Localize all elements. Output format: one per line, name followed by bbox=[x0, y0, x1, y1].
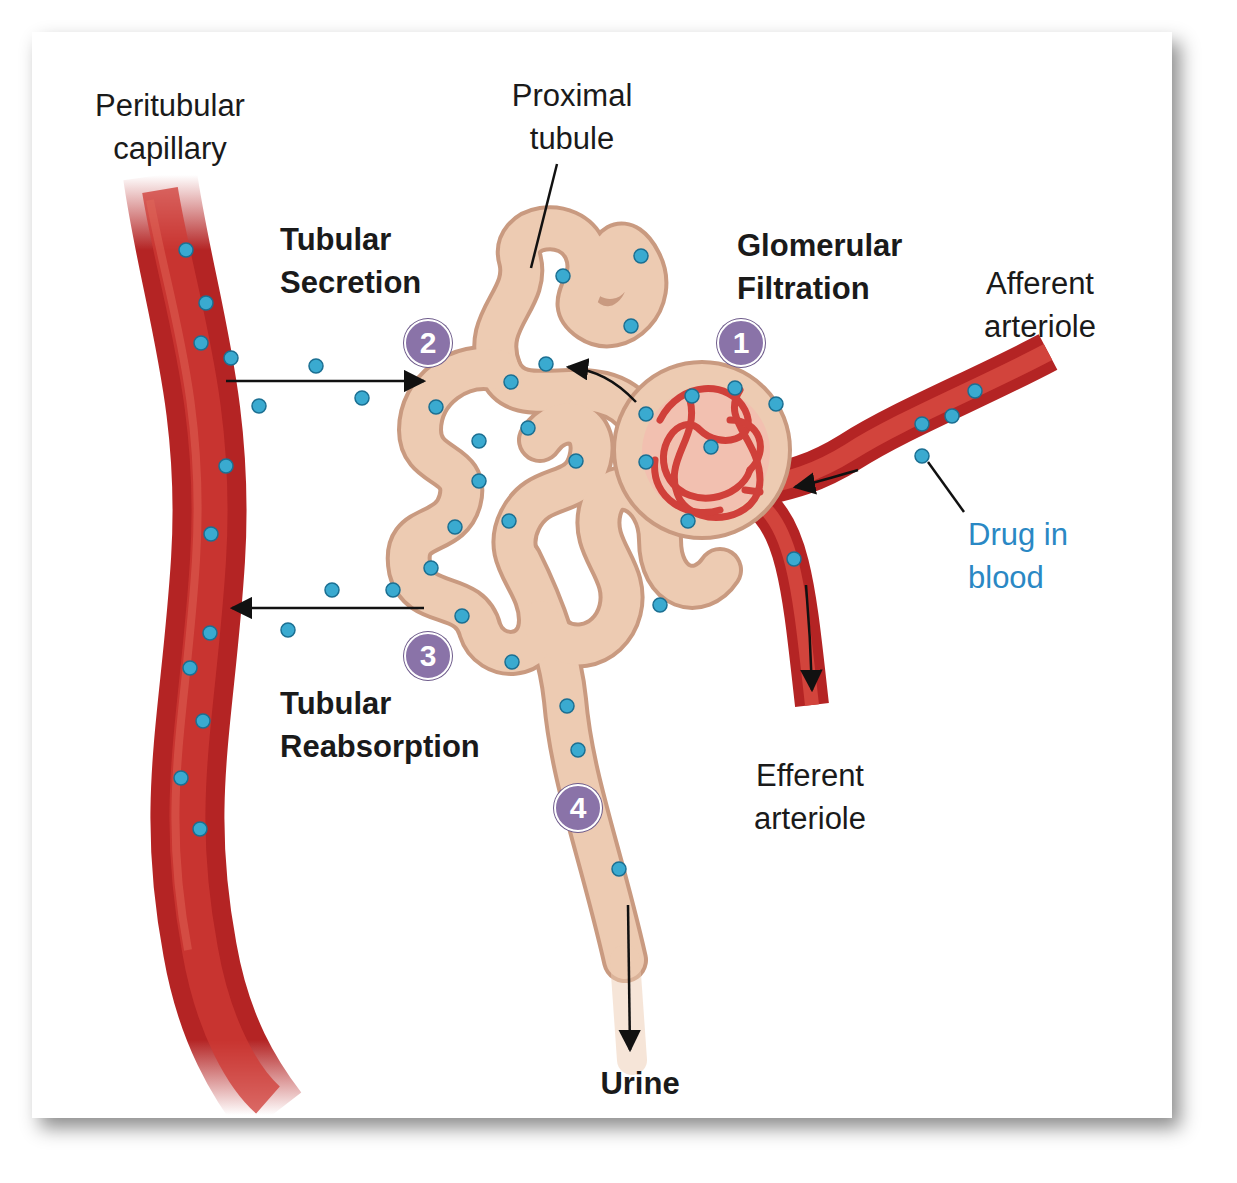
part-label: Proximal tubule bbox=[472, 74, 672, 160]
drug-label: Drug in blood bbox=[968, 513, 1118, 599]
process-label: Tubular Reabsorption bbox=[280, 682, 540, 768]
flow-arrows bbox=[226, 164, 964, 1050]
process-label: Tubular Secretion bbox=[280, 218, 480, 304]
vessel-label: Afferent arteriole bbox=[955, 262, 1125, 348]
vessel-label: Efferent arteriole bbox=[720, 754, 900, 840]
callout-number: 2 bbox=[404, 319, 452, 367]
output-label: Urine bbox=[560, 1062, 720, 1105]
drug-particles bbox=[174, 243, 982, 876]
callout-number: 4 bbox=[554, 784, 602, 832]
glomerulus bbox=[614, 362, 790, 538]
process-label: Glomerular Filtration bbox=[737, 224, 952, 310]
vessel-label: Peritubular capillary bbox=[60, 84, 280, 170]
callout-number: 1 bbox=[717, 319, 765, 367]
proximal-tubule bbox=[409, 228, 720, 1060]
callout-number: 3 bbox=[404, 632, 452, 680]
peritubular-capillary bbox=[150, 175, 272, 1115]
